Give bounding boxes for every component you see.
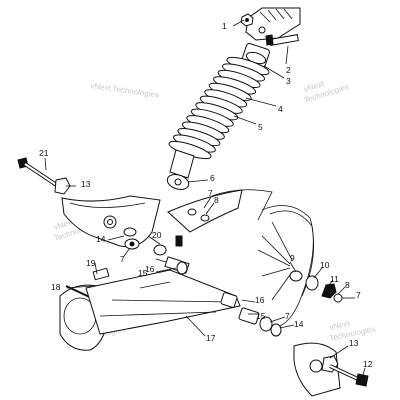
right-upper-plate [167, 189, 273, 233]
watermark-text: vNext [329, 319, 352, 332]
callout-7a: 7 [208, 188, 213, 198]
coil-spring [168, 56, 270, 160]
callout-15a: 15 [138, 268, 148, 278]
callout-12: 12 [363, 359, 373, 369]
callout-14a: 14 [96, 234, 106, 244]
lower-right-plate [293, 342, 369, 397]
callout-21: 21 [39, 148, 49, 158]
watermark-text: vNext Technologies [90, 81, 160, 100]
callout-20: 20 [152, 230, 162, 240]
callout-16b: 16 [255, 295, 265, 305]
callout-14b: 14 [294, 319, 304, 329]
callout-19: 19 [86, 258, 96, 268]
callout-11: 11 [330, 274, 339, 284]
callout-16a: 16 [145, 264, 155, 274]
swing-arm [85, 269, 241, 335]
lower-spacers [220, 292, 282, 337]
wheel-axle-hardware [289, 270, 343, 303]
callout-18: 18 [51, 282, 61, 292]
callout-8b: 8 [345, 280, 350, 290]
left-upper-bolt [17, 157, 71, 195]
callout-7d: 7 [285, 311, 290, 321]
mid-bushing-stack [123, 227, 140, 250]
upper-frame-bracket [245, 7, 301, 41]
shock-absorber [166, 43, 270, 190]
callout-10: 10 [320, 260, 330, 270]
callout-17: 17 [206, 333, 216, 343]
callout-4: 4 [278, 104, 283, 114]
callout-5: 5 [258, 122, 263, 132]
callout-1: 1 [222, 21, 227, 31]
leader-lines [44, 19, 366, 379]
callout-13b: 13 [349, 338, 359, 348]
idler-wheel [257, 205, 314, 327]
callout-9: 9 [290, 253, 295, 263]
callout-labels: 1 2 3 4 5 6 7 8 7 9 10 11 8 7 12 13 13 1… [39, 21, 373, 369]
callout-2: 2 [286, 65, 291, 75]
center-spacers [153, 235, 190, 275]
upper-shock-bolt [265, 34, 299, 46]
callout-7c: 7 [356, 290, 361, 300]
callout-6: 6 [210, 173, 215, 183]
callout-8a: 8 [214, 195, 219, 205]
callout-3: 3 [286, 76, 291, 86]
callout-13a: 13 [81, 179, 91, 189]
callout-7b: 7 [120, 254, 125, 264]
callout-15b: 15 [256, 311, 266, 321]
